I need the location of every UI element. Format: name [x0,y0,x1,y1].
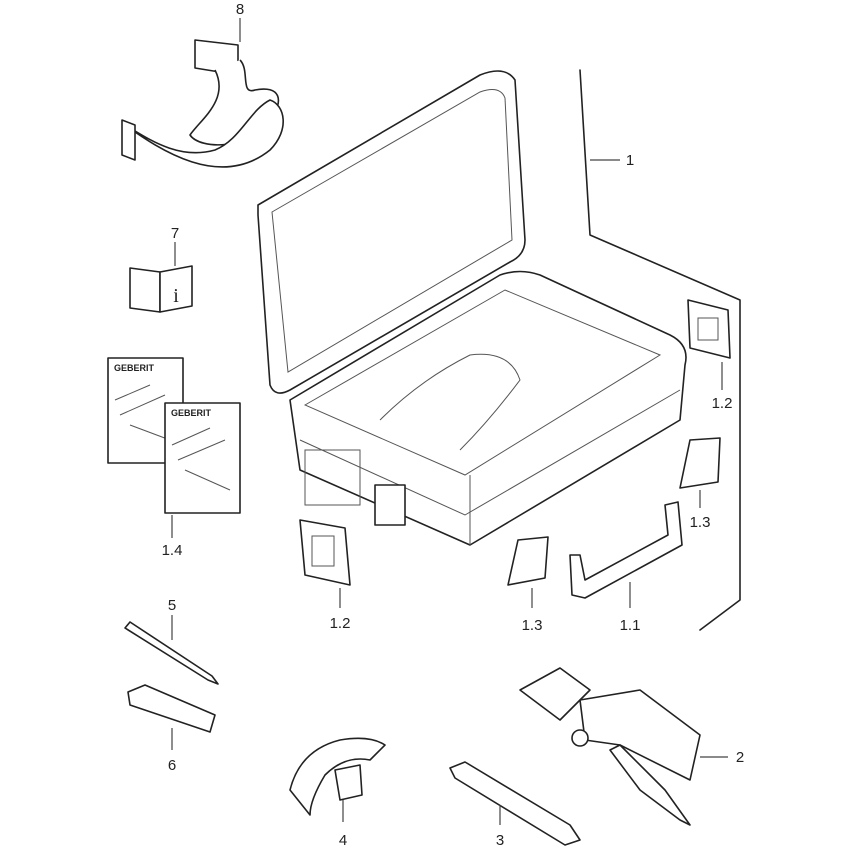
label-1-3-right: 1.3 [690,514,711,531]
label-3: 3 [496,832,504,849]
card-brand-front: GEBERIT [171,408,212,418]
label-2: 2 [736,749,744,766]
label-1: 1 [626,152,634,169]
carrying-case: 1 [257,69,741,631]
foot-right: 1.3 [679,437,721,531]
label-1-2-right: 1.2 [712,395,733,412]
info-icon: i [173,285,179,307]
sticker-cards: GEBERIT GEBERIT 1.4 [107,357,241,559]
eraser: 6 [127,684,216,774]
card-brand-back: GEBERIT [114,363,155,373]
carrying-strap: 8 [121,1,284,168]
pen: 5 [124,597,219,685]
label-8: 8 [236,1,244,18]
label-1-1: 1.1 [620,617,641,634]
pipe-bender: 4 [289,737,386,849]
latch-right: 1.2 [687,299,733,412]
label-1-4: 1.4 [162,542,183,559]
label-7: 7 [171,225,179,242]
label-1-2-left: 1.2 [330,615,351,632]
label-1-3-left: 1.3 [522,617,543,634]
instruction-manual: i 7 [129,225,193,313]
label-4: 4 [339,832,347,849]
foot-left: 1.3 [507,536,549,634]
label-5: 5 [168,597,176,614]
press-tool: 2 [519,667,744,826]
tool-3: 3 [449,761,581,849]
label-6: 6 [168,757,176,774]
latch-left: 1.2 [299,519,351,632]
handle: 1.1 [569,501,683,634]
